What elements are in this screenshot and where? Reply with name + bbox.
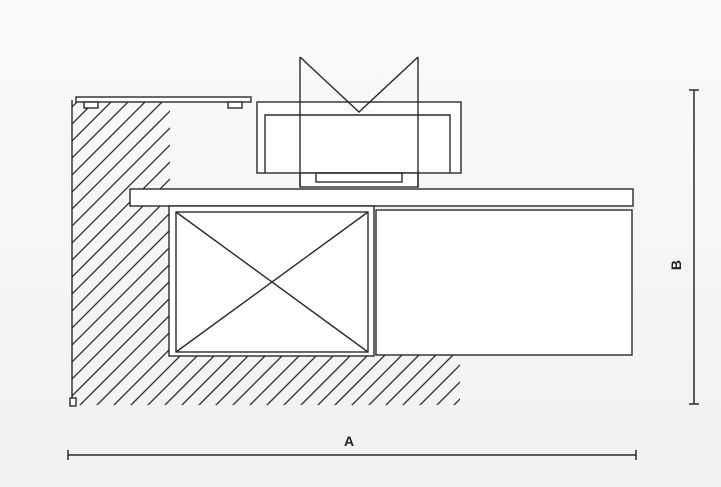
v-shape-marker xyxy=(299,56,419,187)
hatch-line xyxy=(72,100,418,405)
countertop xyxy=(129,188,634,207)
upper-wall-box xyxy=(256,101,462,188)
hatch-line xyxy=(72,100,112,405)
dimension-a-label: A xyxy=(344,433,354,449)
hatch-line xyxy=(0,0,60,487)
hatch-line xyxy=(72,100,95,405)
hatch-line xyxy=(72,100,401,405)
hatch-line xyxy=(72,100,180,405)
hatch-line xyxy=(72,100,333,405)
wall-top-cap xyxy=(75,96,252,109)
hatch-line xyxy=(72,100,163,405)
cabinet-left-crossed xyxy=(168,205,375,357)
dimension-b-label: B xyxy=(668,260,684,270)
dimension-a xyxy=(67,450,637,460)
hatch-line xyxy=(72,100,350,405)
cabinet-right xyxy=(375,209,633,356)
wall-outline xyxy=(69,100,77,407)
hatch-line xyxy=(72,100,129,405)
hatch-line xyxy=(72,100,78,405)
hatch-line xyxy=(72,100,384,405)
hatch-line xyxy=(72,100,197,405)
dimension-b xyxy=(689,89,699,405)
hatch-line xyxy=(72,100,367,405)
